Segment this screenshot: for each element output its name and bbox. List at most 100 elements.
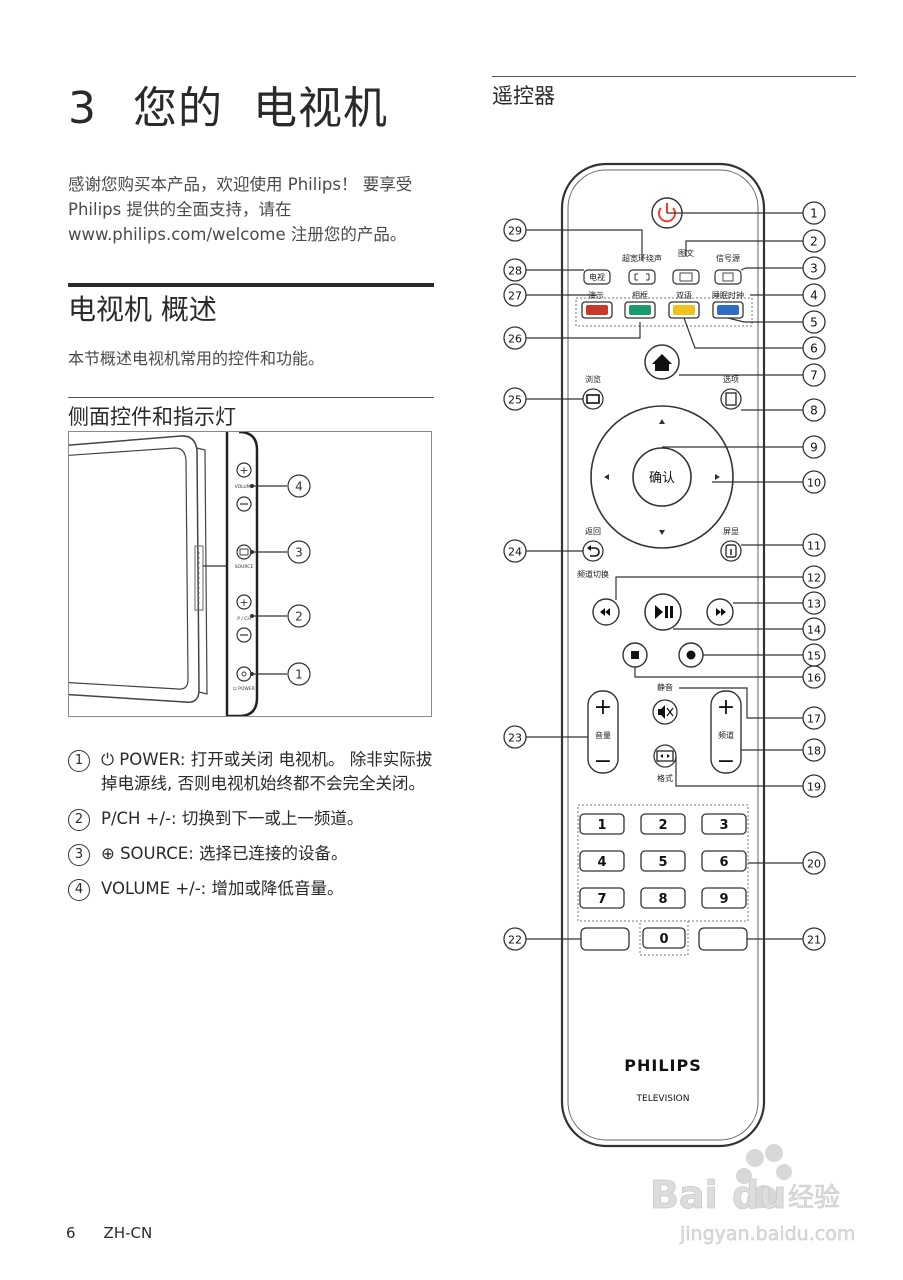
blank-right-button — [698, 927, 748, 951]
subsection-rule — [68, 397, 434, 398]
browse-button — [582, 388, 604, 410]
back-button — [582, 540, 604, 562]
legend-text: ⏻ POWER: 打开或关闭 电视机。 除非实际拔掉电源线, 否则电视机始终都不… — [101, 750, 433, 793]
nav-left-icon — [604, 474, 609, 480]
source-icon — [236, 544, 252, 560]
key-label: 3 — [719, 818, 728, 833]
callout-28: 28 — [508, 265, 522, 278]
callout-10-circle — [802, 470, 826, 494]
callout-22: 22 — [508, 934, 522, 947]
key-label: 2 — [658, 818, 667, 833]
callout-6-circle — [802, 336, 826, 360]
remote-figure: 超宽环绕声 图文 信号源 电视 演示 相框 双语 睡眠时钟 浏览 选项 — [492, 140, 872, 1160]
key-label: 8 — [658, 892, 667, 907]
label-browse: 浏览 — [585, 374, 601, 384]
callout-9: 9 — [810, 441, 818, 455]
label-tv: 电视 — [589, 272, 605, 282]
callout-24-circle — [503, 539, 527, 563]
callout-18-circle — [802, 738, 826, 762]
side-controls-figure: + VOLUME SOURCE + P / CH ⏻ POWER 4 3 2 1 — [68, 431, 432, 717]
callout-11-circle — [802, 533, 826, 557]
volume-minus-label: − — [594, 749, 612, 774]
label-frame: 相框 — [632, 290, 648, 300]
callout-16: 16 — [807, 672, 821, 685]
callout-8: 8 — [810, 404, 818, 418]
label-sleep: 睡眠时钟 — [712, 290, 744, 300]
callout-14-circle — [802, 617, 826, 641]
watermark: Bai du 经验 jingyan.baidu.com — [640, 1136, 890, 1276]
channel-minus-icon — [236, 627, 252, 643]
callout-9-circle — [802, 435, 826, 459]
callout-29: 29 — [508, 225, 522, 238]
svg-text:+: + — [239, 464, 248, 477]
label-ok: 确认 — [649, 471, 675, 486]
legend-number: 4 — [68, 879, 90, 901]
label-format: 格式 — [657, 773, 673, 783]
callout-23: 23 — [508, 732, 522, 745]
key-9 — [701, 887, 747, 909]
legend-number: 3 — [68, 844, 90, 866]
page-number: 6 — [66, 1224, 76, 1242]
key-2 — [640, 813, 686, 835]
callout-2: 2 — [810, 235, 818, 249]
label-channel-switch: 频道切换 — [577, 569, 609, 579]
legend-item: 3 ⊕ SOURCE: 选择已连接的设备。 — [66, 842, 438, 866]
callout-22-circle — [503, 927, 527, 951]
overview-description: 本节概述电视机常用的控件和功能。 — [68, 349, 325, 368]
chapter-word-2: 电视机 — [253, 83, 388, 134]
watermark-brand-2: du — [732, 1173, 786, 1217]
philips-logo: PHILIPS — [624, 1056, 701, 1075]
callout-28-circle — [503, 258, 527, 282]
callout-8-circle — [802, 398, 826, 422]
volume-plus-icon — [236, 462, 252, 478]
key-8 — [640, 887, 686, 909]
side-label-power: ⏻ POWER — [233, 686, 255, 692]
callout-17-circle — [802, 706, 826, 730]
key-3 — [701, 813, 747, 835]
callout-20: 20 — [807, 858, 821, 871]
callout-1: 1 — [810, 207, 818, 221]
channel-plus-label: + — [717, 695, 735, 720]
key-5 — [640, 850, 686, 872]
key-label: 7 — [597, 892, 606, 907]
callout-13: 13 — [807, 598, 821, 611]
key-1 — [579, 813, 625, 835]
key-0-label: 0 — [659, 932, 668, 947]
nav-down-icon — [659, 530, 665, 535]
callout-21-circle — [802, 927, 826, 951]
volume-minus-icon — [236, 496, 252, 512]
callout-26-circle — [503, 326, 527, 350]
callout-25: 25 — [508, 394, 522, 407]
key-7 — [579, 887, 625, 909]
side-label-volume: VOLUME — [235, 484, 254, 490]
callout-19: 19 — [807, 781, 821, 794]
legend-number: 1 — [68, 750, 90, 772]
key-label: 9 — [719, 892, 728, 907]
callout-1-circle — [802, 201, 826, 225]
side-callout-2: 2 — [295, 610, 303, 624]
callout-13-circle — [802, 591, 826, 615]
remote-illustration: 超宽环绕声 图文 信号源 电视 演示 相框 双语 睡眠时钟 浏览 选项 — [503, 162, 826, 1148]
callout-3-circle — [802, 256, 826, 280]
callout-4: 4 — [810, 289, 818, 303]
callout-4-circle — [802, 283, 826, 307]
remote-heading-rule — [492, 76, 856, 77]
callout-25-circle — [503, 387, 527, 411]
side-callout-1: 1 — [295, 668, 303, 682]
callout-27-circle — [503, 283, 527, 307]
callout-12-circle — [802, 565, 826, 589]
watermark-url: jingyan.baidu.com — [679, 1223, 855, 1245]
callout-2-circle — [802, 229, 826, 253]
side-label-source: SOURCE — [235, 564, 254, 570]
callout-19-circle — [802, 774, 826, 798]
legend-item: 1 ⏻ POWER: 打开或关闭 电视机。 除非实际拔掉电源线, 否则电视机始终… — [66, 748, 438, 796]
nav-up-icon — [659, 419, 665, 424]
chapter-number: 3 — [68, 83, 97, 134]
surround-button — [628, 269, 656, 285]
legend-text: P/CH +/-: 切换到下一或上一频道。 — [101, 809, 364, 828]
key-4 — [579, 850, 625, 872]
callout-14: 14 — [807, 624, 821, 637]
watermark-cn: 经验 — [788, 1183, 840, 1213]
label-volume: 音量 — [595, 730, 611, 740]
